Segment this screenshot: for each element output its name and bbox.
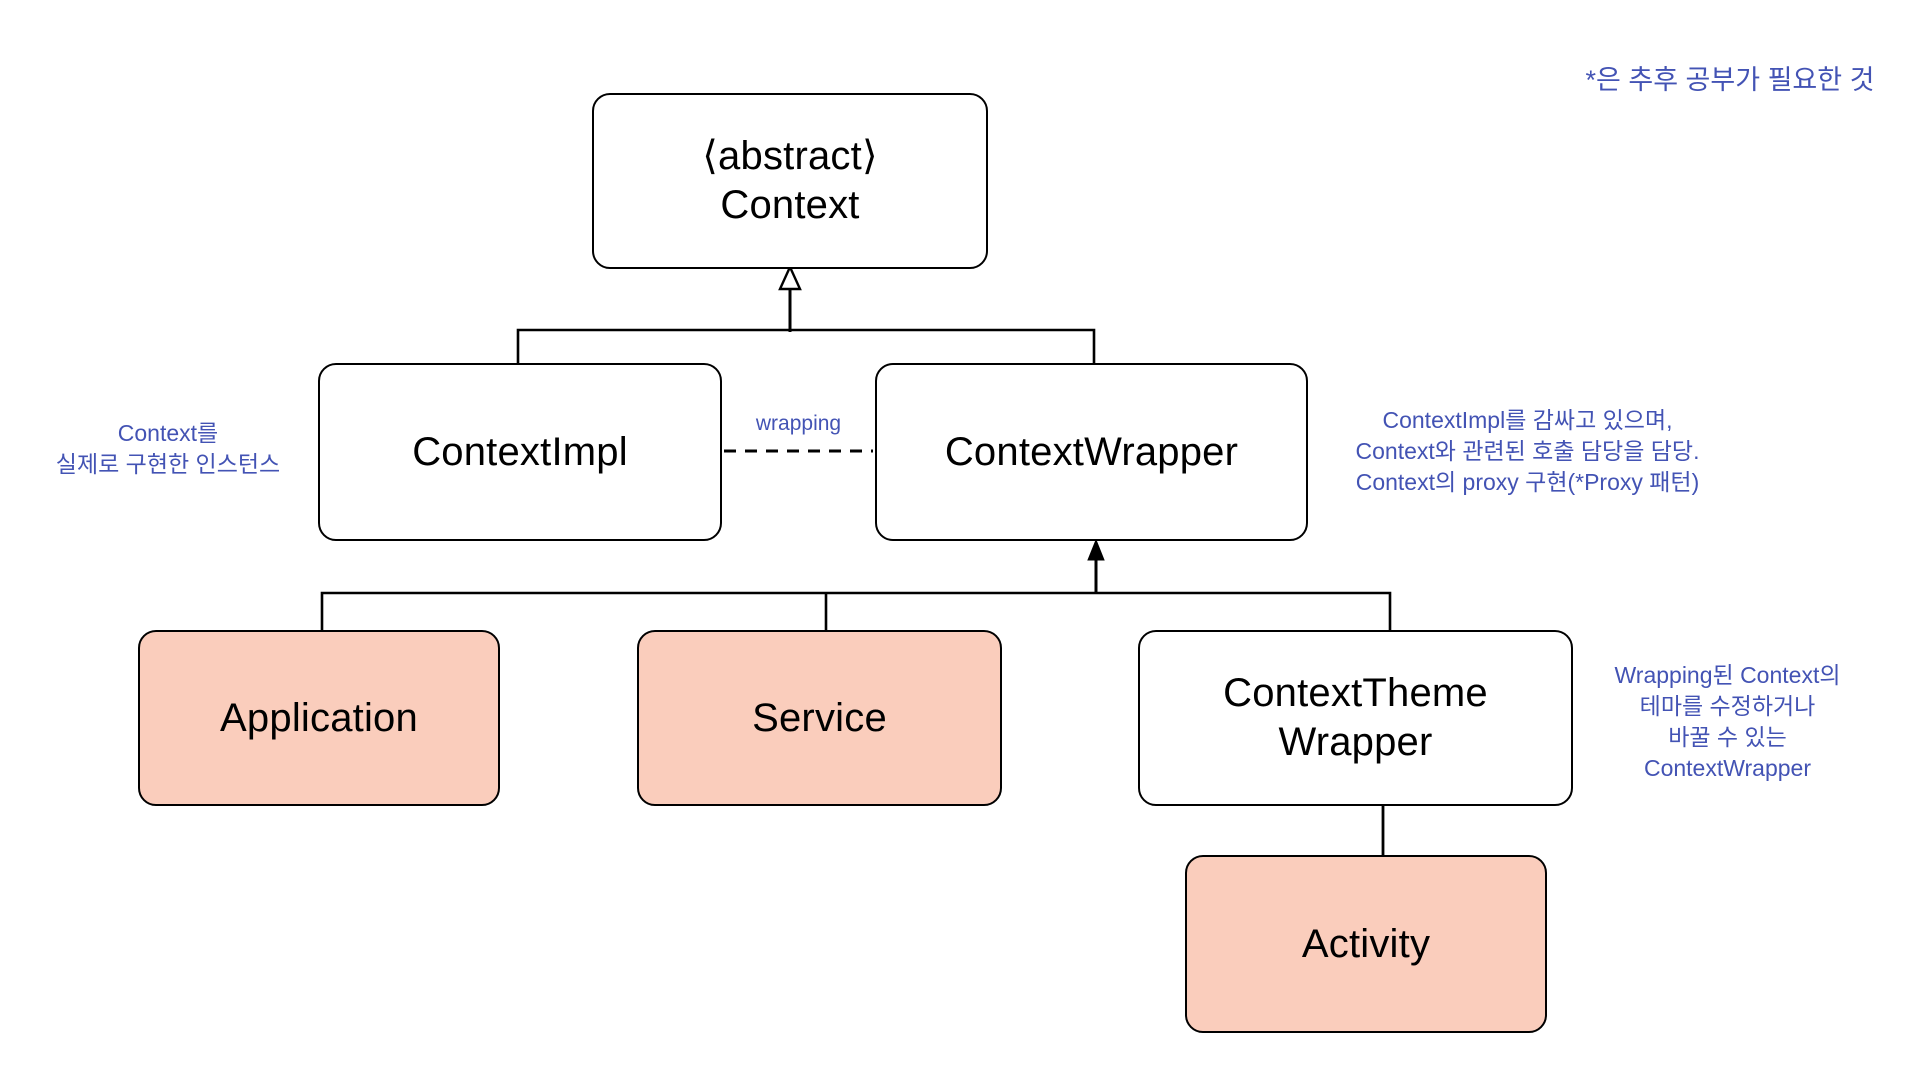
node-context-label: Context (720, 183, 860, 227)
node-context-impl: ContextImpl (318, 363, 722, 541)
edge-junction-bottom (320, 591, 1392, 634)
node-service-label: Service (752, 695, 887, 740)
annotation-context-wrapper-line3: Context의 proxy 구현(*Proxy 패턴) (1355, 469, 1700, 495)
node-context-wrapper: ContextWrapper (875, 363, 1308, 541)
node-application-label: Application (220, 695, 418, 740)
annotation-context-theme-wrapper: Wrapping된 Context의 테마를 수정하거나 바꿀 수 있는 Con… (1585, 660, 1870, 784)
annotation-context-impl: Context를 실제로 구현한 인스턴스 (18, 418, 318, 480)
annotation-context-theme-wrapper-line4: ContextWrapper (1643, 755, 1812, 781)
annotation-context-wrapper: ContextImpl를 감싸고 있으며, Context와 관련된 호출 담당… (1325, 405, 1730, 498)
node-context-wrapper-label: ContextWrapper (944, 429, 1239, 474)
node-context-theme-wrapper: ContextTheme Wrapper (1138, 630, 1573, 806)
node-context-theme-wrapper-label-line2: Wrapper (1278, 720, 1433, 764)
node-application: Application (138, 630, 500, 806)
legend-note: *은 추후 공부가 필요한 것 (1585, 65, 1875, 95)
node-activity-label: Activity (1301, 921, 1431, 966)
annotation-context-theme-wrapper-line3: 바꿀 수 있는 (1668, 724, 1787, 750)
edge-middle-to-context-arrowhead (778, 264, 802, 291)
annotation-context-wrapper-line2: Context와 관련된 호출 담당을 담당. (1355, 438, 1700, 464)
annotation-context-impl-line2: 실제로 구현한 인스턴스 (55, 451, 281, 477)
edge-label-wrapping: wrapping (755, 412, 842, 435)
annotation-context-wrapper-line1: ContextImpl를 감싸고 있으며, (1382, 407, 1673, 433)
annotation-context-impl-line1: Context를 (117, 420, 219, 446)
edge-junction-top (516, 328, 1096, 368)
node-context-impl-label: ContextImpl (412, 429, 628, 474)
annotation-context-theme-wrapper-line2: 테마를 수정하거나 (1639, 693, 1816, 719)
annotation-context-theme-wrapper-line1: Wrapping된 Context의 (1614, 662, 1841, 688)
node-service: Service (637, 630, 1002, 806)
node-context: ⟨abstract⟩ Context (592, 93, 988, 269)
node-activity: Activity (1185, 855, 1547, 1033)
node-context-stereotype: ⟨abstract⟩ (702, 134, 878, 179)
node-context-theme-wrapper-label-line1: ContextTheme (1223, 671, 1488, 716)
edge-children-to-wrapper-arrowhead (1087, 538, 1105, 561)
